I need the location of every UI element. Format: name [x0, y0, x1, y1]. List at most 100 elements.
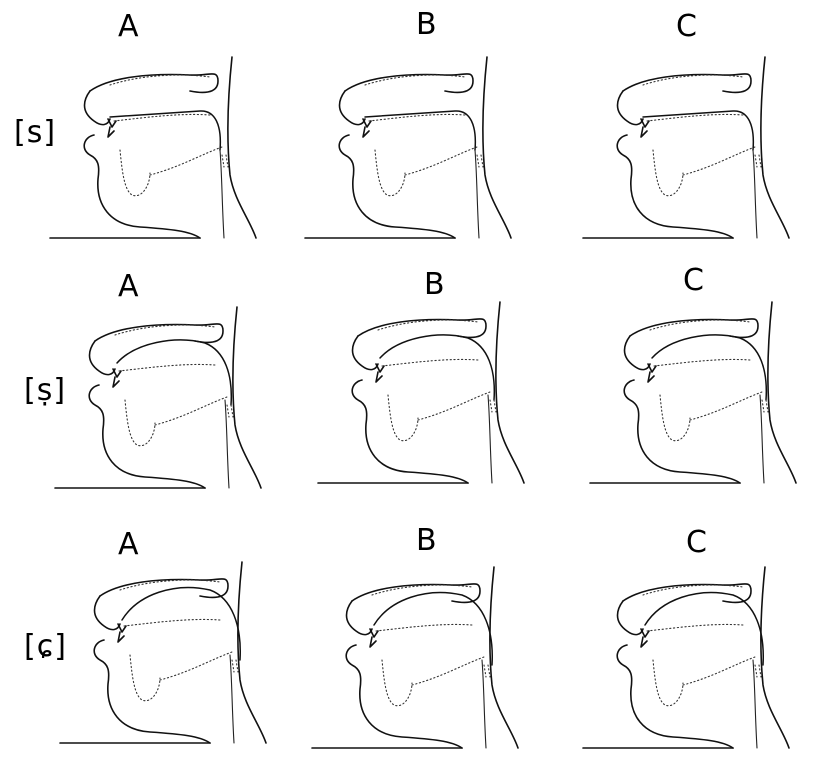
palate-outline: [630, 319, 758, 338]
nasal-cavity: [110, 75, 210, 85]
upper-lip: [95, 596, 121, 630]
tongue-midline: [119, 364, 215, 371]
pharynx-wall: [483, 57, 511, 238]
column-label-b-row-1: B: [416, 10, 437, 40]
upper-teeth: [370, 629, 378, 637]
hyoid-line: [405, 147, 477, 175]
tongue-contour: [110, 111, 220, 150]
palate-outline: [623, 74, 751, 93]
palate-outline: [345, 74, 473, 93]
tongue-midline: [382, 359, 478, 366]
epiglottis: [755, 155, 761, 167]
epiglottis: [222, 155, 228, 167]
upper-teeth: [641, 119, 649, 127]
upper-teeth: [376, 364, 384, 372]
lower-teeth: [376, 372, 382, 382]
nasal-cavity: [643, 75, 743, 85]
diagram-retroflex-c: [590, 300, 820, 485]
pharynx-wall: [761, 57, 789, 238]
vocal-tract-s-c: [583, 55, 813, 240]
nasal-cavity: [378, 320, 478, 330]
tongue-midline: [647, 624, 743, 631]
column-label-c-row-3: C: [686, 528, 707, 558]
lower-jaw: [617, 645, 733, 748]
lower-jaw: [94, 640, 210, 743]
upper-lip: [340, 91, 366, 125]
diagram-s-a: [50, 55, 280, 240]
lower-teeth: [113, 377, 119, 387]
lower-teeth: [648, 372, 654, 382]
mandible: [125, 400, 155, 446]
lower-jaw: [624, 380, 740, 483]
diagram-s-c: [583, 55, 813, 240]
upper-teeth: [641, 629, 649, 637]
lower-teeth: [363, 127, 369, 137]
vocal-tract-s-a: [50, 55, 280, 240]
hyoid-line: [418, 392, 490, 420]
epiglottis: [490, 400, 496, 412]
lower-jaw: [89, 385, 205, 488]
mandible: [653, 150, 683, 196]
lower-teeth: [118, 632, 124, 642]
nasal-cavity: [115, 325, 215, 335]
tongue-contour: [652, 335, 766, 400]
lower-jaw: [339, 135, 455, 238]
lower-jaw: [346, 645, 462, 748]
epiglottis: [477, 155, 483, 167]
upper-lip: [90, 341, 116, 375]
vocal-tract-palatal-a: [60, 560, 290, 745]
lower-jaw: [84, 135, 200, 238]
lower-teeth: [641, 127, 647, 137]
mandible: [653, 660, 683, 706]
mandible: [130, 655, 160, 701]
lower-jaw: [352, 380, 468, 483]
column-label-c-row-1: C: [676, 12, 697, 42]
hyoid-line: [683, 657, 755, 685]
lower-jaw: [617, 135, 733, 238]
palate-outline: [623, 584, 751, 603]
tongue-contour: [365, 111, 475, 150]
hyoid-line: [690, 392, 762, 420]
lower-teeth: [641, 637, 647, 647]
column-label-c-row-2: C: [683, 266, 704, 296]
epiglottis: [762, 400, 768, 412]
upper-teeth: [113, 369, 121, 377]
upper-teeth: [363, 119, 371, 127]
vocal-tract-palatal-c: [583, 565, 813, 750]
column-label-a-row-2: A: [118, 272, 139, 302]
tongue-contour: [380, 335, 494, 400]
lower-teeth: [108, 127, 114, 137]
epiglottis: [227, 405, 233, 417]
tongue-contour: [643, 111, 753, 150]
upper-lip: [618, 601, 644, 635]
mandible: [120, 150, 150, 196]
upper-lip: [85, 91, 111, 125]
pharynx-wall: [228, 57, 256, 238]
pharynx-wall: [761, 567, 789, 748]
vocal-tract-s-b: [305, 55, 535, 240]
upper-teeth: [108, 119, 116, 127]
pharynx-wall: [233, 307, 261, 488]
diagram-retroflex-b: [318, 300, 548, 485]
column-label-b-row-2: B: [424, 270, 445, 300]
mandible: [382, 660, 412, 706]
upper-lip: [618, 91, 644, 125]
vocal-tract-retroflex-a: [55, 305, 285, 490]
column-label-a-row-3: A: [118, 530, 139, 560]
nasal-cavity: [365, 75, 465, 85]
epiglottis: [755, 665, 761, 677]
palate-outline: [352, 584, 480, 603]
tongue-midline: [124, 619, 220, 626]
epiglottis: [484, 665, 490, 677]
palate-outline: [90, 74, 218, 93]
hyoid-line: [683, 147, 755, 175]
diagram-palatal-b: [312, 565, 542, 750]
diagram-s-b: [305, 55, 535, 240]
mandible: [388, 395, 418, 441]
upper-teeth: [648, 364, 656, 372]
mandible: [660, 395, 690, 441]
vocal-tract-retroflex-b: [318, 300, 548, 485]
vocal-tract-retroflex-c: [590, 300, 820, 485]
palate-outline: [100, 579, 228, 598]
pharynx-wall: [490, 567, 518, 748]
